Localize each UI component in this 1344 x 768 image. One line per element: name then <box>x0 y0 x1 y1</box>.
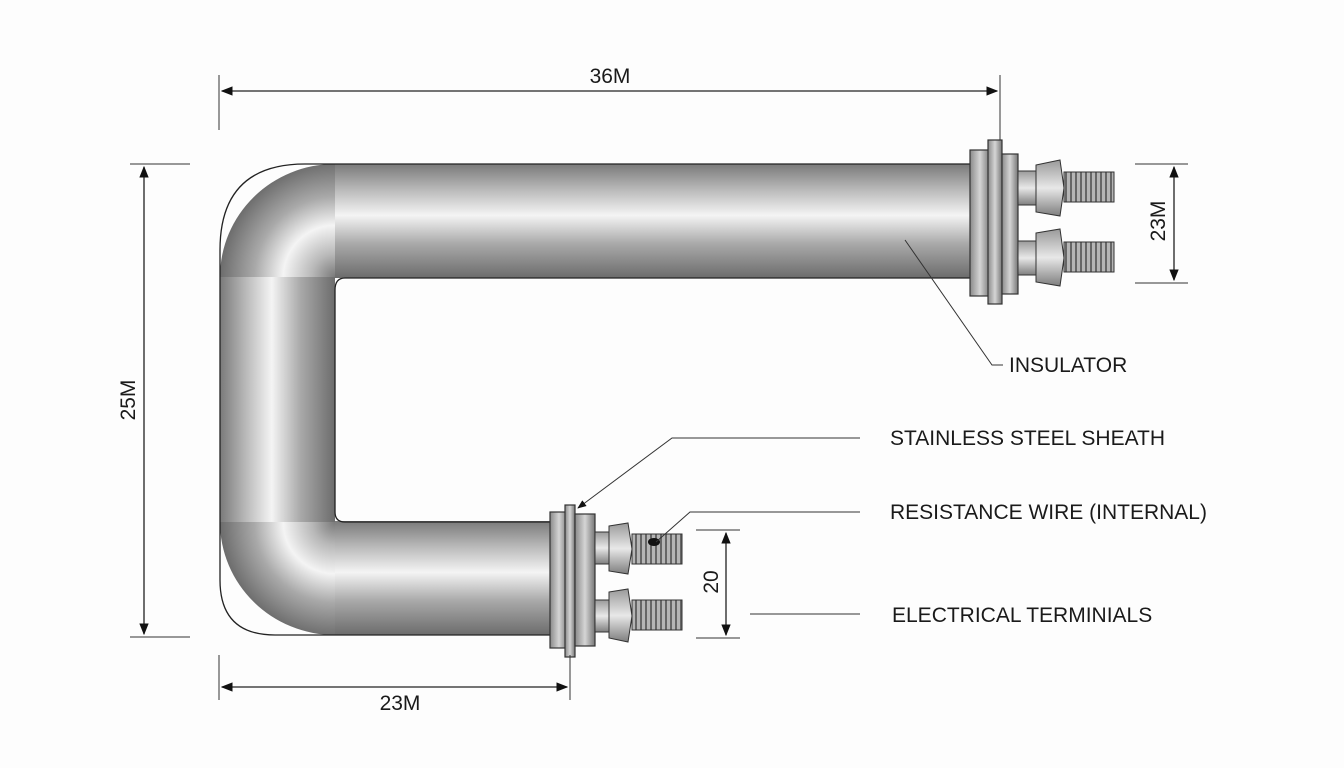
dimension-right-spacing: 23M <box>1135 163 1188 284</box>
sheath-label: STAINLESS STEEL SHEATH <box>890 427 1165 450</box>
terminal-bottom-2 <box>594 588 683 643</box>
tube-top-section <box>335 164 975 278</box>
resistance-wire-point <box>648 538 660 546</box>
dimension-bottom-width: 23M <box>218 655 571 715</box>
callout-sheath: STAINLESS STEEL SHEATH <box>577 427 1165 509</box>
dimension-top-width-label: 36M <box>590 65 631 88</box>
dimension-left-height: 25M <box>117 163 190 638</box>
dimension-bottom-spacing: 20 <box>696 529 740 639</box>
insulator-top <box>969 139 1019 305</box>
dimension-top-width: 36M <box>218 65 1001 140</box>
callout-insulator: INSULATOR <box>904 239 1127 377</box>
resistance-wire-label: RESISTANCE WIRE (INTERNAL) <box>890 501 1207 524</box>
tube-left-section <box>220 277 335 522</box>
tube-bend-bottom <box>220 522 335 635</box>
terminal-bottom-1 <box>594 522 683 575</box>
dimension-left-height-label: 25M <box>117 380 140 421</box>
insulator-bottom <box>549 504 596 658</box>
callout-resistance-wire: RESISTANCE WIRE (INTERNAL) <box>655 501 1207 543</box>
terminal-top-2 <box>1017 228 1115 287</box>
tube-bend-top <box>220 164 335 277</box>
stainless-steel-tube <box>219 163 975 636</box>
tube-bottom-section <box>335 521 555 635</box>
dimension-right-spacing-label: 23M <box>1147 201 1170 242</box>
dimension-bottom-spacing-label: 20 <box>700 570 723 593</box>
insulator-label: INSULATOR <box>1009 354 1127 377</box>
dimension-bottom-width-label: 23M <box>380 692 421 715</box>
terminal-top-1 <box>1017 159 1115 217</box>
terminals-label: ELECTRICAL TERMINIALS <box>892 604 1152 627</box>
callout-terminals: ELECTRICAL TERMINIALS <box>750 604 1152 627</box>
